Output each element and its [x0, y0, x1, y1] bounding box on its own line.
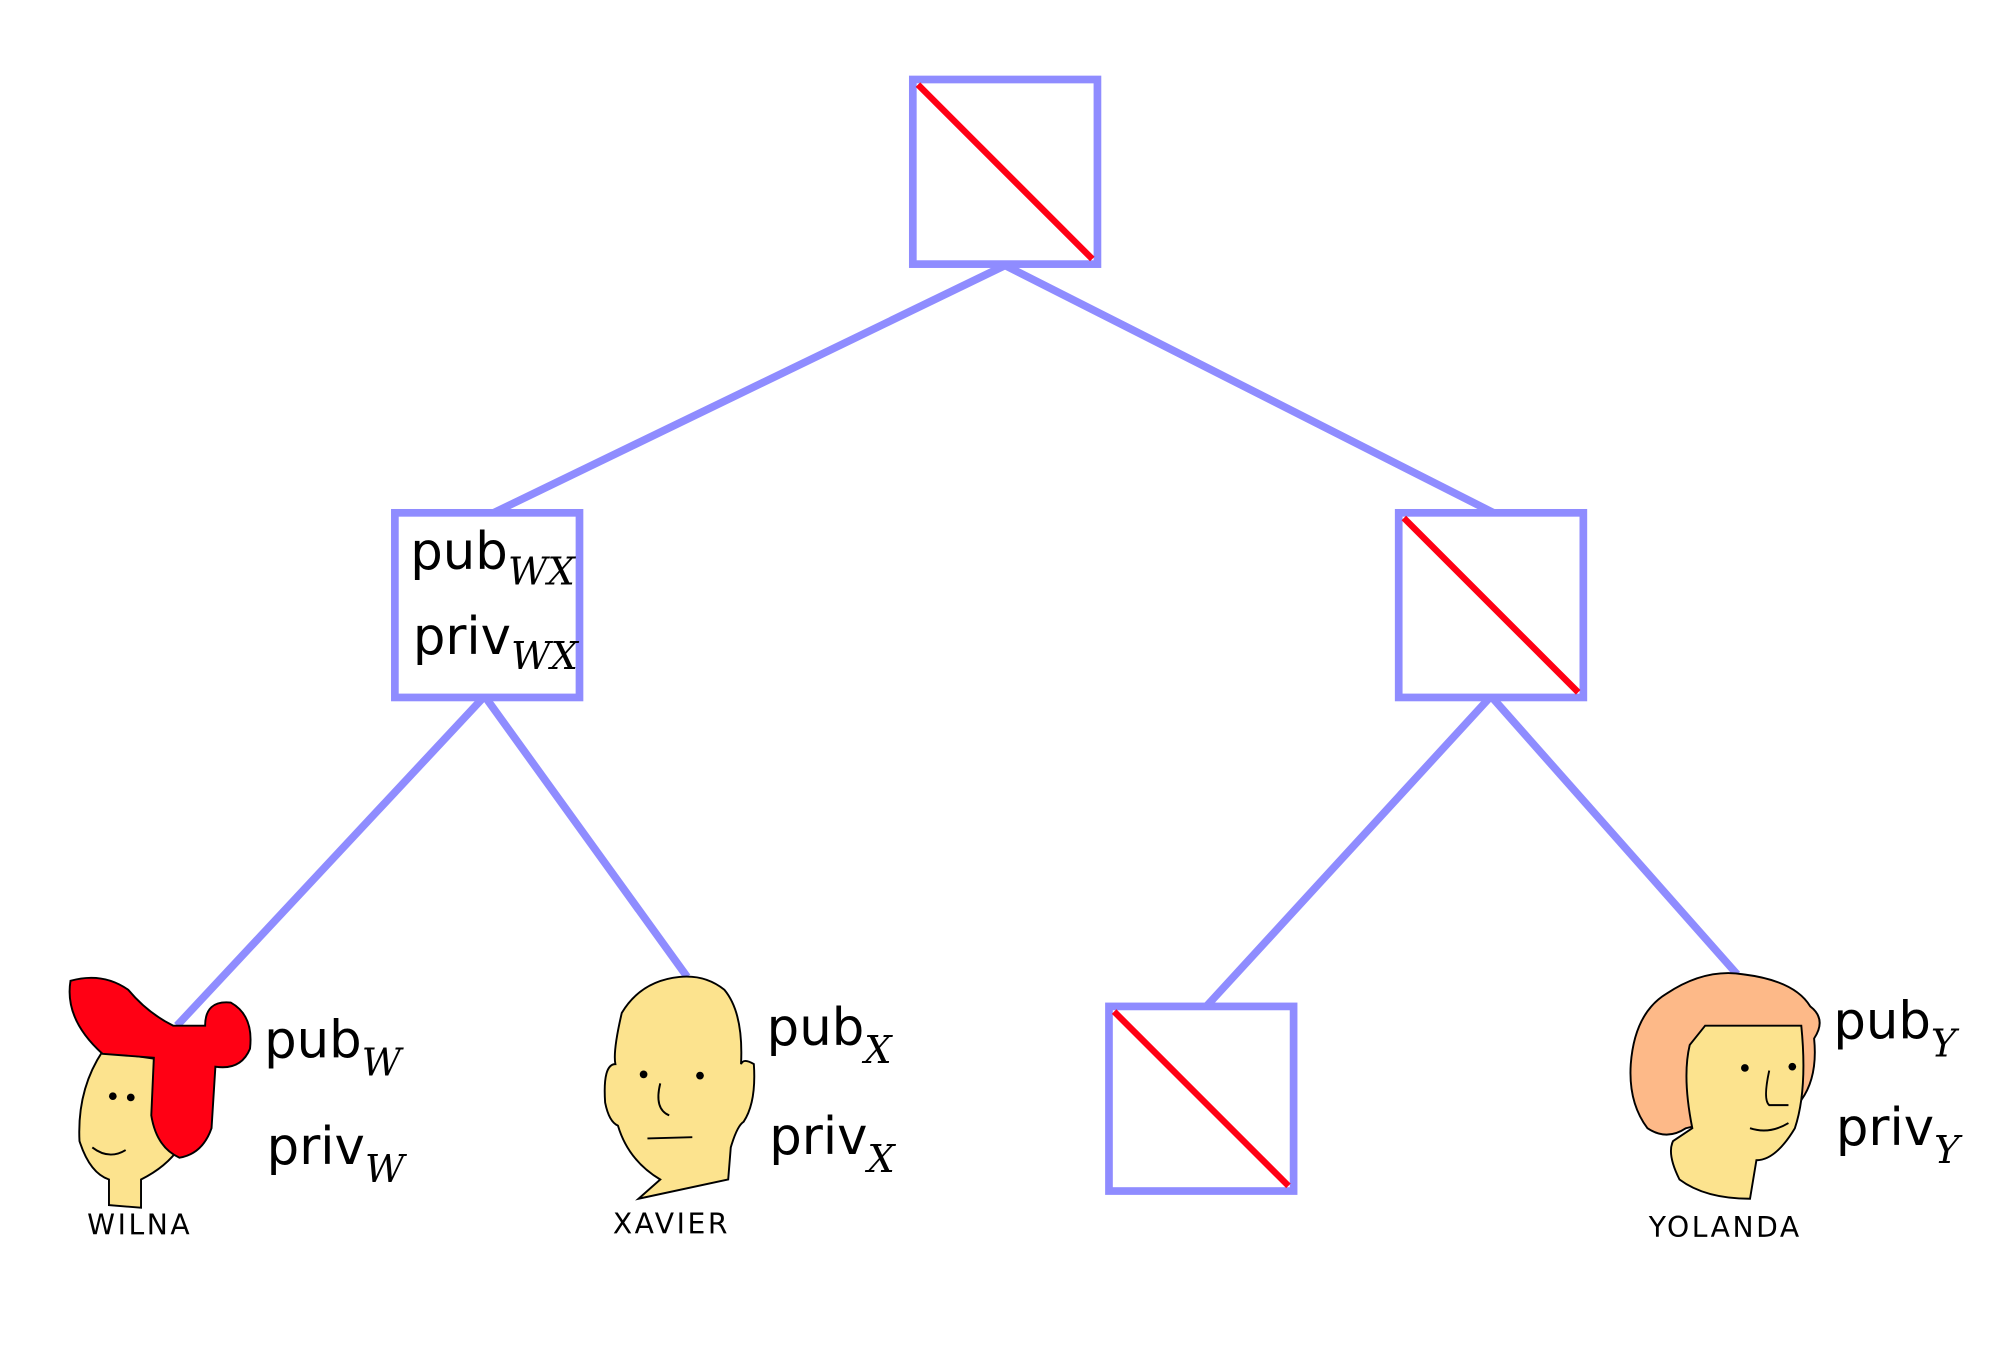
node-wx: pubWX privWX: [391, 508, 584, 702]
priv-x-label: priv: [769, 1107, 867, 1167]
leaf-wilna: pubW privW WILNA: [68, 976, 408, 1242]
edge-right-yolanda: [1488, 693, 1741, 977]
blank-slash: [915, 82, 1095, 262]
yolanda-name: YOLANDA: [1648, 1211, 1802, 1244]
pub-y-sub: Y: [1931, 1021, 1960, 1066]
pub-wx-sub: WX: [508, 550, 577, 595]
blank-leaf-node: [1105, 1002, 1298, 1195]
right-node-blank: [1394, 508, 1588, 702]
pub-x-label: pub: [767, 998, 865, 1058]
wilna-avatar: [68, 976, 252, 1209]
svg-text:privX: privX: [769, 1107, 896, 1182]
wilna-name: WILNA: [87, 1209, 192, 1242]
svg-text:pubW: pubW: [264, 1011, 405, 1086]
edge-root-right: [1003, 261, 1496, 517]
svg-text:pubWX: pubWX: [410, 522, 576, 594]
xavier-name: XAVIER: [613, 1207, 730, 1240]
root-node-blank: [908, 75, 1102, 268]
priv-w-sub: W: [365, 1147, 408, 1192]
leaf-yolanda: pubY privY YOLANDA: [1629, 972, 1963, 1244]
priv-wx-sub: WX: [511, 634, 580, 679]
pub-x-sub: X: [861, 1028, 893, 1073]
pub-w-sub: W: [362, 1041, 405, 1086]
svg-text:privW: privW: [267, 1117, 408, 1192]
yolanda-avatar: [1629, 972, 1821, 1200]
pub-w-label: pub: [264, 1011, 362, 1071]
priv-wx-label: priv: [413, 607, 511, 667]
pub-y-label: pub: [1833, 991, 1931, 1051]
edge-left-wilna: [174, 693, 488, 1029]
priv-y-label: priv: [1836, 1098, 1934, 1158]
edge-left-xavier: [481, 693, 691, 980]
priv-w-label: priv: [267, 1117, 365, 1177]
pub-wx-label: pub: [410, 522, 508, 582]
svg-text:pubY: pubY: [1833, 991, 1960, 1066]
edge-root-left: [491, 261, 1007, 517]
svg-text:pubX: pubX: [767, 998, 894, 1073]
svg-text:privY: privY: [1836, 1098, 1963, 1173]
xavier-avatar: [603, 975, 756, 1201]
edge-right-blank: [1202, 693, 1494, 1011]
leaf-xavier: pubX privX XAVIER: [603, 975, 896, 1240]
priv-x-sub: X: [864, 1137, 896, 1182]
svg-text:privWX: privWX: [413, 607, 580, 679]
priv-y-sub: Y: [1934, 1128, 1963, 1173]
